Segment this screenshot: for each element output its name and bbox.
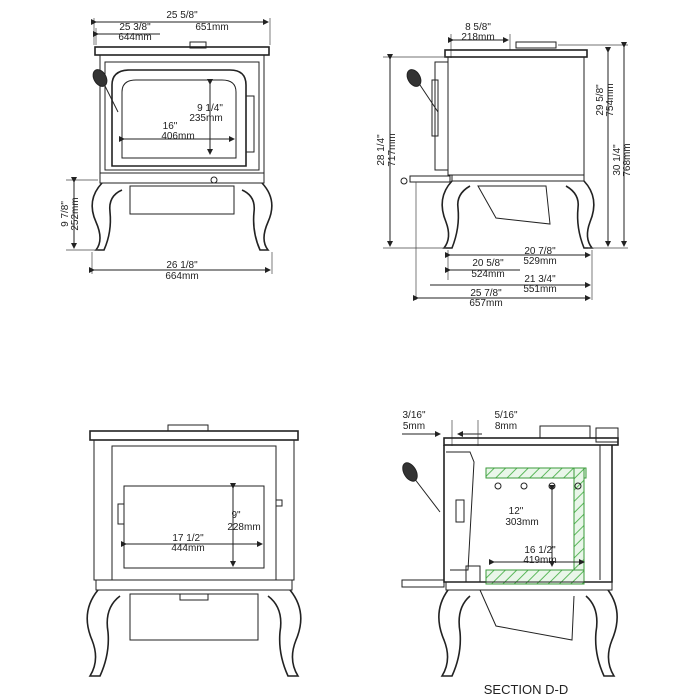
rear-height-label: 9" <box>231 510 241 521</box>
side-depth-a-label: 20 7/8" <box>524 246 556 257</box>
side-depth-d-label: 25 7/8" <box>470 288 502 299</box>
front-handle-icon <box>92 69 119 113</box>
front-top-width-mm-label: 644mm <box>118 32 151 43</box>
side-height-left-label: 28 1/4" <box>376 134 387 166</box>
side-depth-c-mm-label: 551mm <box>523 284 556 295</box>
front-width-label: 25 5/8" <box>166 10 198 21</box>
front-glass-height-mm-label: 235mm <box>189 113 222 124</box>
front-leg-height-mm-label: 252mm <box>70 197 81 230</box>
front-leg-width-label: 26 1/8" <box>166 260 198 271</box>
sec-firebox-depth-label: 16 1/2" <box>524 545 556 556</box>
front-glass-width-label: 16" <box>163 121 178 132</box>
front-top-width-label: 25 3/8" <box>119 22 151 33</box>
side-depth-a-mm-label: 529mm <box>523 256 556 267</box>
sec-gap-right-mm-label: 8mm <box>495 421 517 432</box>
side-depth-b-mm-label: 524mm <box>471 269 504 280</box>
front-glass-height-label: 9 1/4" <box>197 103 223 114</box>
side-depth-d-mm-label: 657mm <box>469 298 502 309</box>
side-depth-c-label: 21 3/4" <box>524 274 556 285</box>
front-top-width-dimension: 25 3/8" 644mm <box>93 22 160 45</box>
sec-firebox-height-mm-label: 303mm <box>505 517 538 528</box>
rear-height-mm-label: 228mm <box>227 522 260 533</box>
section-handle-icon <box>402 462 441 513</box>
sec-firebox-depth-mm-label: 419mm <box>523 555 556 566</box>
sec-gap-left-label: 3/16" <box>402 410 425 421</box>
sec-gap-left-mm-label: 5mm <box>403 421 425 432</box>
side-flue-offset-mm-label: 218mm <box>461 32 494 43</box>
front-leg-width-mm-label: 664mm <box>165 271 198 282</box>
side-flue-height-label: 29 5/8" <box>595 84 606 116</box>
rear-width-label: 17 1/2" <box>172 533 204 544</box>
front-view: 25 5/8" 651mm 25 3/8" 644mm 9 1/4" 235mm… <box>60 10 273 282</box>
side-handle-icon <box>406 69 439 113</box>
front-leg-height-label: 9 7/8" <box>60 201 71 227</box>
side-overall-height-mm-label: 768mm <box>622 143 633 176</box>
rear-width-mm-label: 444mm <box>171 543 204 554</box>
side-overall-height-label: 30 1/4" <box>612 144 623 176</box>
side-flue-height-mm-label: 754mm <box>605 83 616 116</box>
section-caption: SECTION D-D <box>484 682 569 697</box>
rear-view: 9" 228mm 17 1/2" 444mm <box>86 424 302 677</box>
side-flue-offset-label: 8 5/8" <box>465 22 491 33</box>
front-glass-width-mm-label: 406mm <box>161 131 194 142</box>
front-width-mm-label: 651mm <box>195 22 228 33</box>
sec-gap-right-label: 5/16" <box>494 410 517 421</box>
side-view: 8 5/8" 218mm 28 1/4" 717mm 29 5/8" 754mm <box>376 22 633 309</box>
section-view: 3/16" 5mm 5/16" 8mm 12" 30 <box>401 410 619 697</box>
side-depth-b-label: 20 5/8" <box>472 258 504 269</box>
side-height-left-mm-label: 717mm <box>387 133 398 166</box>
sec-firebox-height-label: 12" <box>509 506 524 517</box>
